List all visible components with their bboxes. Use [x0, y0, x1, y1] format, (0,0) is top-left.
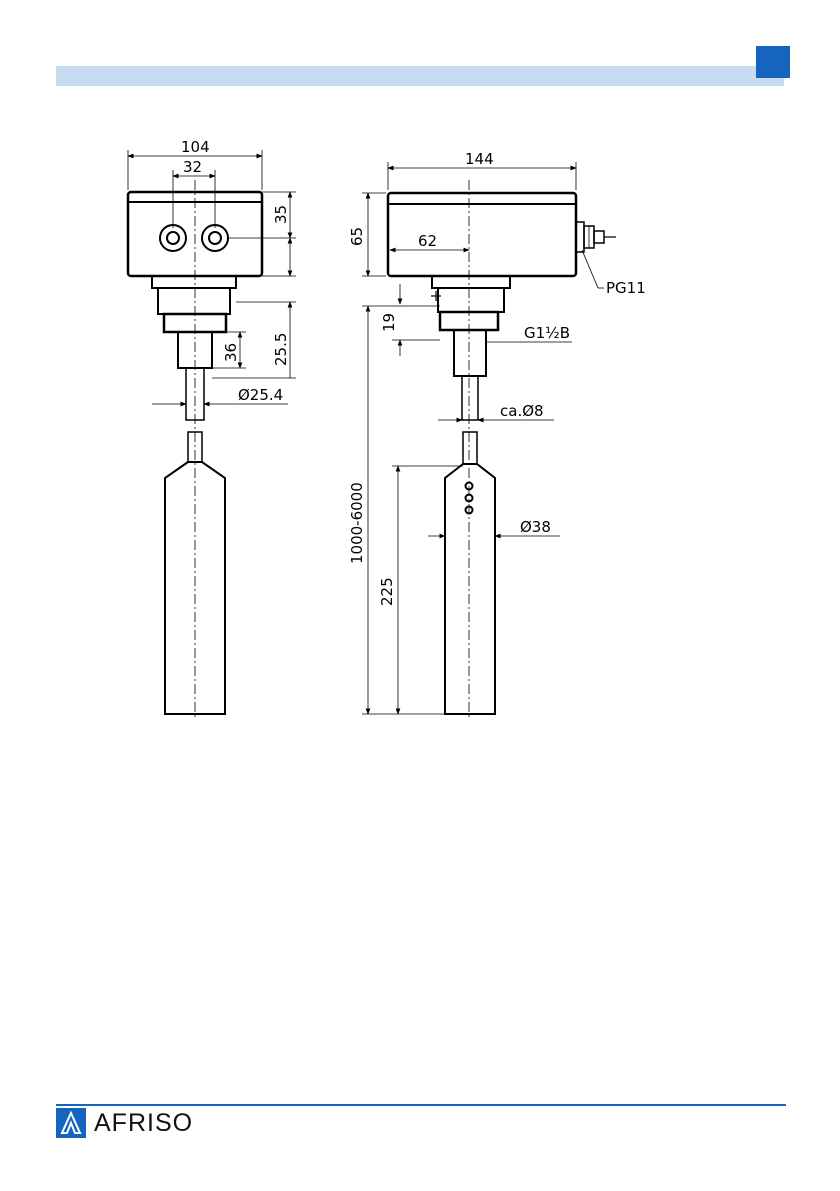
dim-thread-height: 19 [380, 313, 398, 332]
brand-name: AFRISO [94, 1109, 193, 1138]
dim-float-diameter: Ø38 [520, 518, 551, 536]
footer-logo: AFRISO [56, 1108, 193, 1138]
dim-top-height: 35 [272, 205, 290, 224]
dim-float-length: 225 [378, 577, 396, 606]
gland-label: PG11 [606, 279, 646, 297]
afriso-logo-icon [56, 1108, 86, 1138]
dim-length-total: 1000-6000 [348, 482, 366, 564]
thread-label: G1½B [524, 324, 570, 342]
dim-gland-spacing: 32 [183, 158, 202, 176]
dim-housing-height: 65 [348, 227, 366, 246]
dim-diameter-left: Ø25.4 [238, 386, 283, 404]
dim-rod-diameter: ca.Ø8 [500, 402, 544, 420]
dim-width-right: 144 [465, 150, 494, 168]
dim-width-left: 104 [181, 138, 210, 156]
dim-lower-height: 25.5 [272, 333, 290, 366]
dim-neck-length: 36 [222, 343, 240, 362]
footer-line [56, 1104, 786, 1106]
dim-offset: 62 [418, 232, 437, 250]
